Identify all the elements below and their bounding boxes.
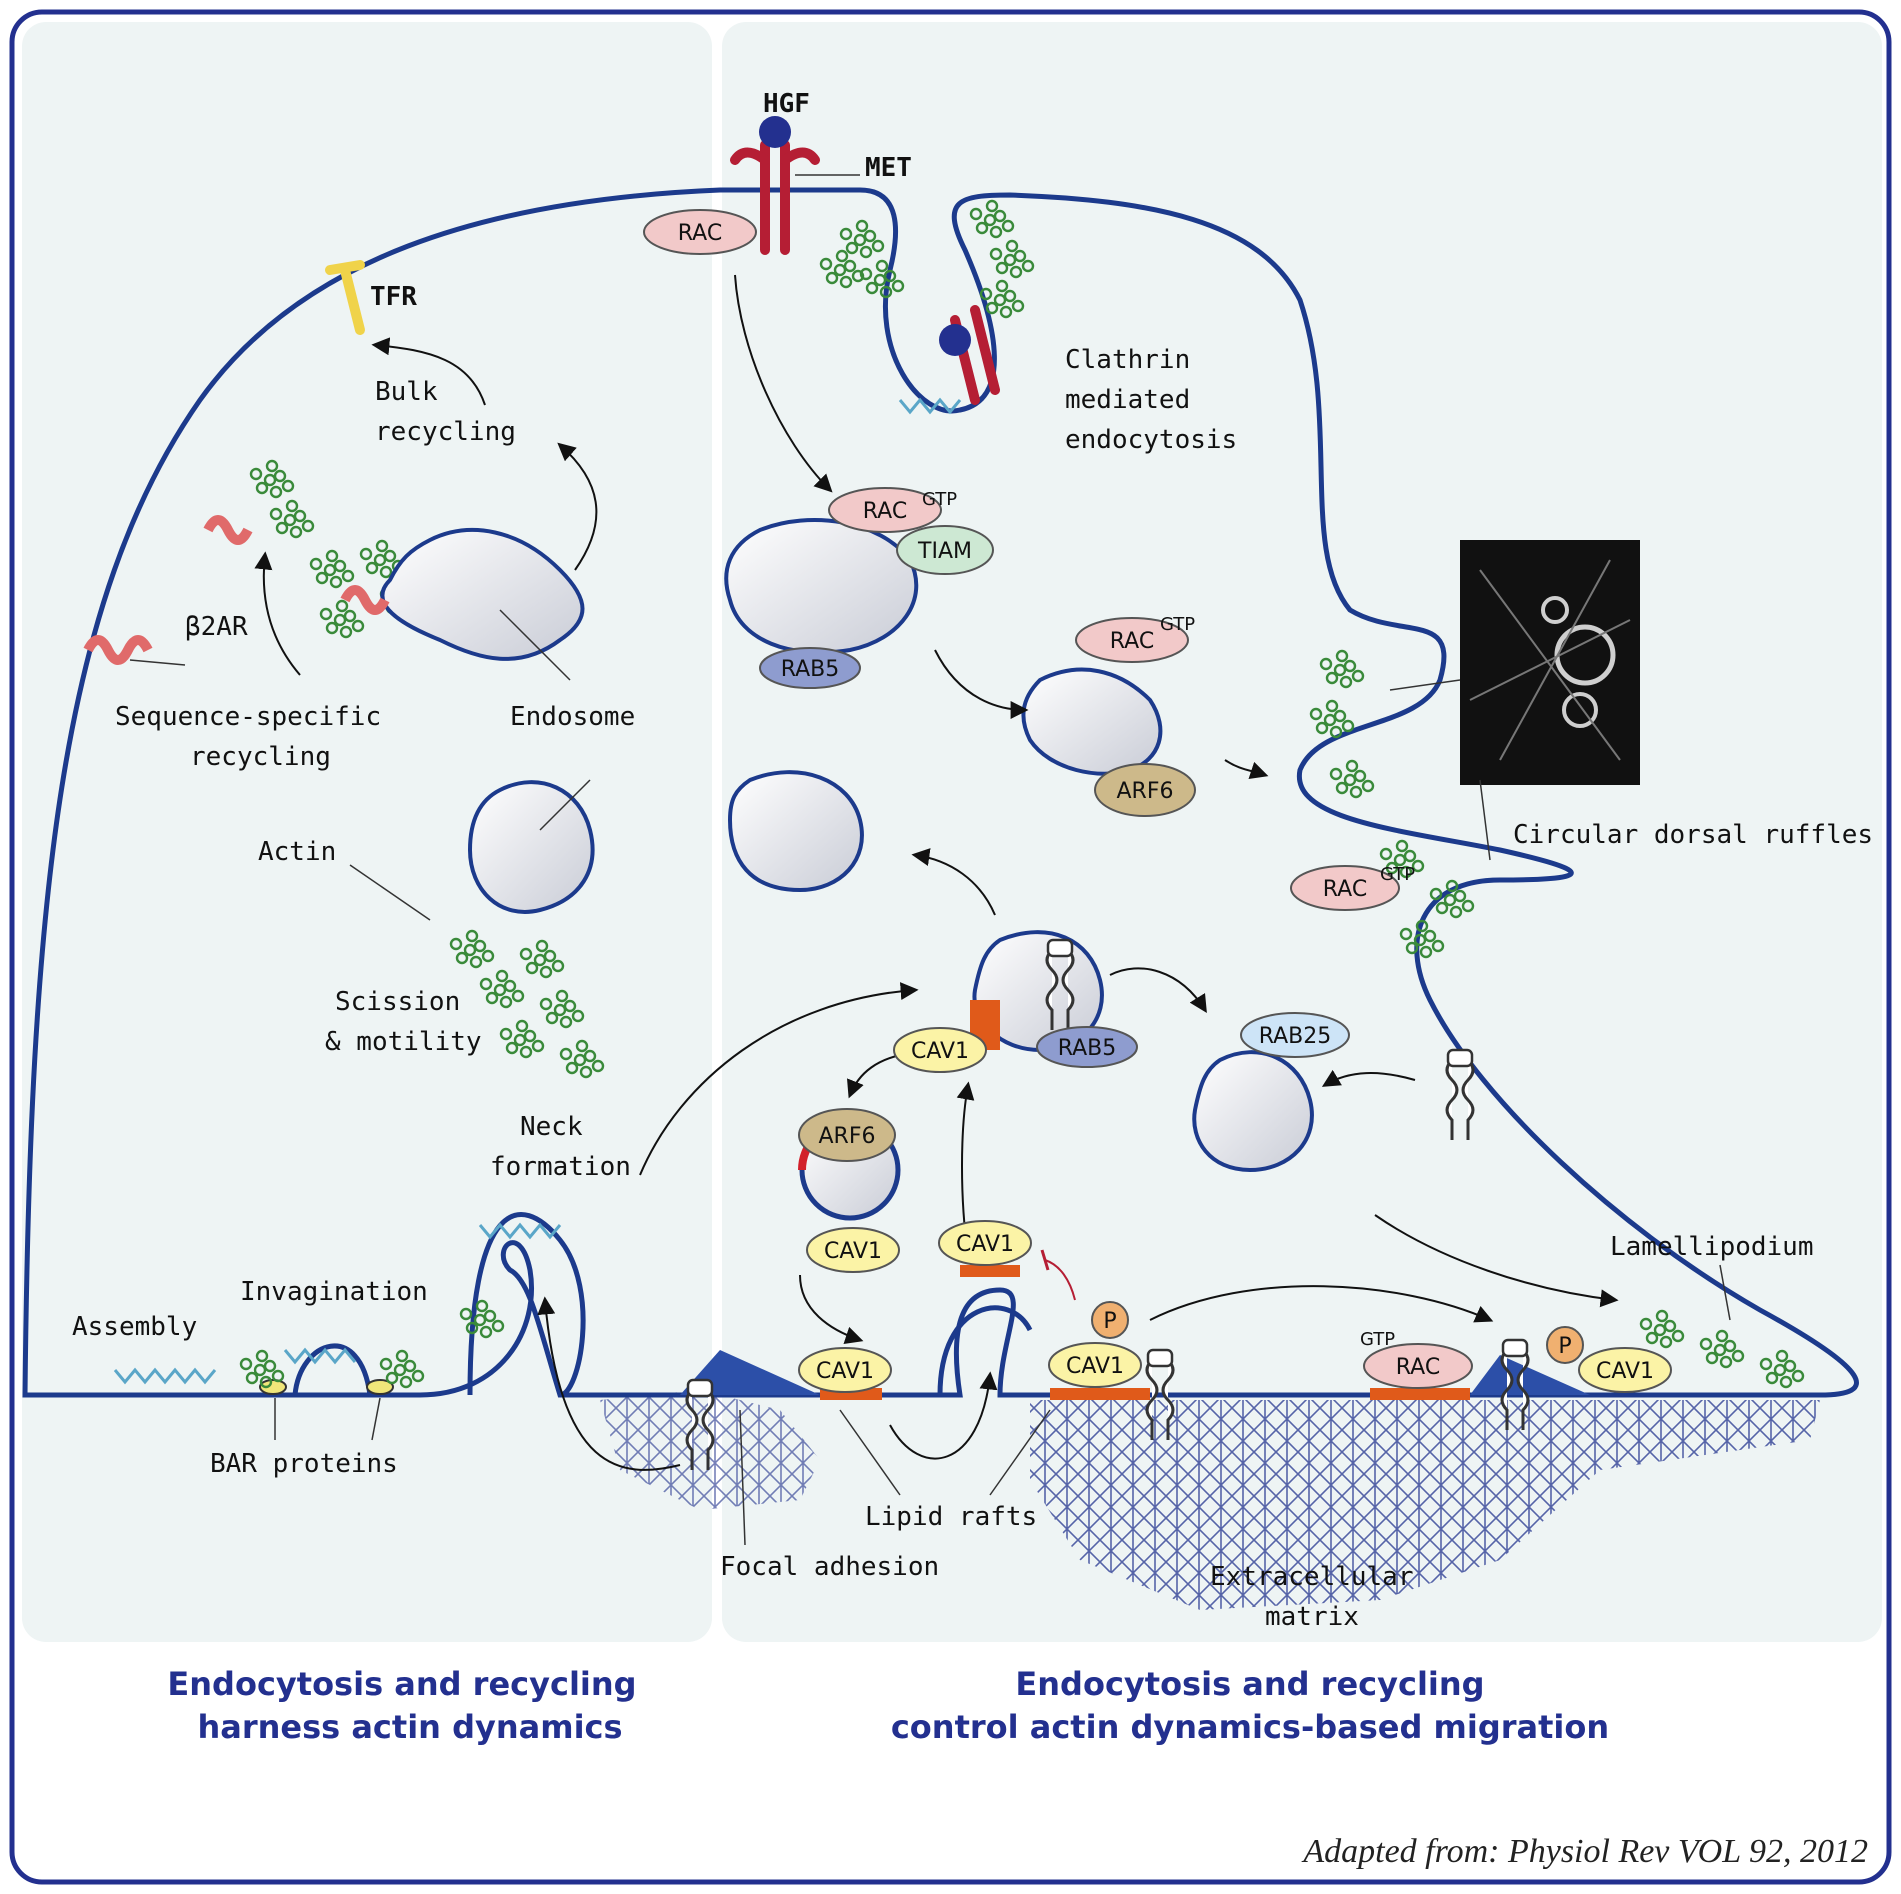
b2ar-receptor	[83, 515, 390, 665]
label-invagination: Invagination	[240, 1277, 428, 1307]
label-clathrin-3: endocytosis	[1065, 425, 1237, 455]
svg-text:RAB5: RAB5	[1058, 1036, 1117, 1061]
label-clathrin-1: Clathrin	[1065, 345, 1190, 375]
svg-text:ARF6: ARF6	[1117, 779, 1174, 804]
label-seq-1: Sequence-specific	[115, 702, 381, 732]
label-seq-2: recycling	[190, 742, 331, 772]
svg-text:TIAM: TIAM	[917, 539, 972, 564]
label-neck-1: Neck	[520, 1112, 583, 1142]
source-citation: Adapted from: Physiol Rev VOL 92, 2012	[1301, 1833, 1868, 1870]
pill-rab5-1: RAB5	[759, 647, 861, 689]
svg-text:RAC: RAC	[1396, 1355, 1440, 1380]
lipid-raft-3	[1370, 1388, 1470, 1400]
svg-text:RAB25: RAB25	[1259, 1024, 1332, 1049]
svg-text:GTP: GTP	[1360, 1329, 1395, 1350]
endosome-degradation	[727, 770, 864, 893]
focal-adhesion-wedge	[680, 1350, 820, 1395]
label-ecm-1: Extracellular	[1210, 1562, 1414, 1592]
bar-protein-1	[259, 1379, 287, 1395]
label-assembly: Assembly	[72, 1312, 197, 1342]
pill-rac-top: RAC	[643, 209, 757, 255]
pill-cav1-2: CAV1	[806, 1227, 900, 1273]
leader-lines	[129, 174, 1731, 1546]
svg-text:CAV1: CAV1	[911, 1039, 969, 1064]
pill-cav1-6: CAV1	[1578, 1347, 1672, 1393]
label-endosome: Endosome	[510, 702, 635, 732]
ecm-right	[1030, 1400, 1820, 1610]
endosome-scission	[467, 780, 595, 914]
invagination-membrane	[292, 1343, 373, 1396]
pill-p-2: P	[1546, 1326, 1584, 1364]
svg-text:ARF6: ARF6	[819, 1124, 876, 1149]
pill-p-1: P	[1091, 1301, 1129, 1339]
lipid-raft-2	[1050, 1388, 1150, 1400]
label-hgf: HGF	[763, 89, 810, 119]
svg-text:GTP: GTP	[922, 489, 957, 510]
svg-text:P: P	[1558, 1334, 1571, 1359]
pill-cav1-5: CAV1	[1048, 1342, 1142, 1388]
label-clathrin-2: mediated	[1065, 385, 1190, 415]
pill-rab5-2: RAB5	[1036, 1026, 1138, 1068]
endosome-rac-tiam	[724, 518, 919, 655]
svg-text:CAV1: CAV1	[1066, 1354, 1124, 1379]
pill-arf6-1: ARF6	[1094, 763, 1196, 817]
endosome-rab25	[1192, 1050, 1314, 1173]
label-ecm-2: matrix	[1265, 1602, 1359, 1632]
pill-rac-gtp-3: RAC GTP	[1290, 864, 1415, 911]
svg-text:GTP: GTP	[1380, 864, 1415, 885]
label-scission-1: Scission	[335, 987, 460, 1017]
pill-rac-gtp-2: RAC GTP	[1075, 614, 1195, 663]
svg-text:RAC: RAC	[1110, 629, 1154, 654]
svg-text:RAC: RAC	[1323, 877, 1367, 902]
label-circular-dorsal-ruffles: Circular dorsal ruffles	[1513, 820, 1873, 850]
lipid-raft-pit	[960, 1265, 1020, 1277]
endosome-main	[380, 528, 585, 661]
clathrin-coats	[113, 397, 962, 1385]
tfr-receptor	[325, 260, 365, 335]
label-bulk-2: recycling	[375, 417, 516, 447]
label-lipid-rafts: Lipid rafts	[865, 1502, 1037, 1532]
svg-text:P: P	[1103, 1309, 1116, 1334]
caveola-pit	[937, 1305, 1033, 1396]
caption-right-2: control actin dynamics-based migration	[891, 1708, 1609, 1746]
left-panel	[22, 22, 712, 1642]
pill-cav1-4: CAV1	[798, 1347, 892, 1393]
svg-text:CAV1: CAV1	[816, 1359, 874, 1384]
pill-tiam: TIAM	[896, 525, 994, 575]
caption-left-2: harness actin dynamics	[197, 1708, 622, 1746]
svg-text:RAC: RAC	[863, 499, 907, 524]
pill-rab25: RAB25	[1240, 1012, 1350, 1058]
label-scission-2: & motility	[325, 1027, 482, 1057]
bar-protein-2	[366, 1379, 394, 1395]
focal-adhesion-wedge-2	[1470, 1355, 1590, 1395]
svg-text:GTP: GTP	[1160, 614, 1195, 635]
svg-text:RAB5: RAB5	[781, 657, 840, 682]
label-actin: Actin	[258, 837, 336, 867]
pathway-arrows	[254, 274, 1619, 1471]
label-bulk-1: Bulk	[375, 377, 438, 407]
label-bar-proteins: BAR proteins	[210, 1449, 398, 1479]
met-receptor	[730, 116, 820, 255]
label-focal-adhesion: Focal adhesion	[720, 1552, 939, 1582]
met-receptor-internalized	[939, 305, 1000, 405]
caption-right-1: Endocytosis and recycling	[1015, 1665, 1484, 1703]
svg-text:RAC: RAC	[678, 221, 722, 246]
svg-text:CAV1: CAV1	[956, 1232, 1014, 1257]
pill-arf6-2: ARF6	[798, 1108, 896, 1162]
pill-cav1-3: CAV1	[938, 1220, 1032, 1266]
inhibition-line	[1044, 1259, 1076, 1301]
pill-cav1-1: CAV1	[893, 1027, 987, 1073]
svg-text:CAV1: CAV1	[824, 1239, 882, 1264]
pill-rac-gtp-1: RAC GTP	[828, 487, 957, 533]
label-lamellipodium: Lamellipodium	[1610, 1232, 1814, 1262]
label-b2ar: β2AR	[185, 612, 248, 642]
caption-left-1: Endocytosis and recycling	[167, 1665, 636, 1703]
label-tfr: TFR	[370, 282, 417, 312]
label-met: MET	[865, 153, 912, 183]
label-neck-2: formation	[490, 1152, 631, 1182]
svg-text:CAV1: CAV1	[1596, 1359, 1654, 1384]
